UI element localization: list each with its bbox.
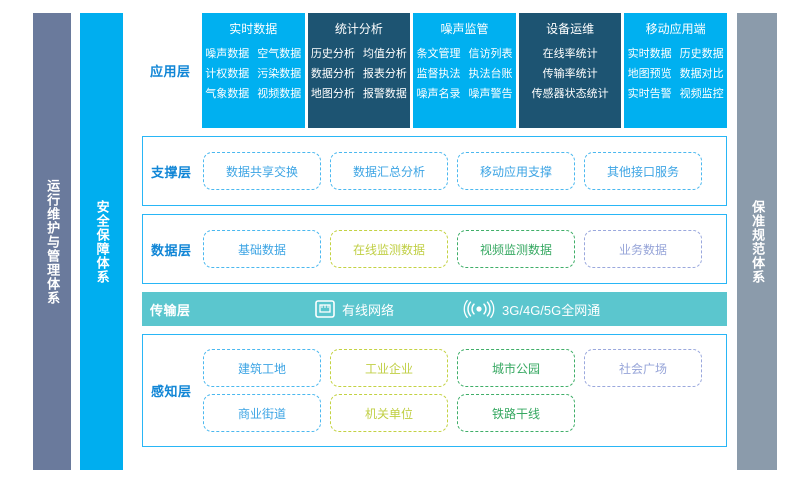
app-column-items: 噪声数据 空气数据 计权数据 污染数据 气象数据 视频数据 [205,45,301,101]
perception-layer-label: 感知层 [151,384,192,399]
sidebar-standard-specification: 保准规范体系 [737,13,777,470]
support-layer: 支撑层 数据共享交换 数据汇总分析 移动应用支撑 其他接口服务 [142,136,727,206]
app-column-items: 条文管理 信访列表 监督执法 执法台账 噪声名录 噪声警告 [416,45,512,101]
perception-box[interactable]: 社会广场 [584,349,702,387]
app-column-device-operations[interactable]: 设备运维 在线率统计 传输率统计 传感器状态统计 [518,13,622,128]
layer-stack: 应用层 实时数据 噪声数据 空气数据 计权数据 污染数据 气象数据 视频数据 统… [142,13,727,470]
app-item[interactable]: 数据对比 [679,68,724,80]
data-layer-boxes: 基础数据 在线监测数据 视频监测数据 业务数据 [203,230,726,268]
support-box[interactable]: 数据共享交换 [203,152,321,190]
app-item[interactable]: 报表分析 [362,68,407,80]
data-layer-label: 数据层 [151,242,192,258]
app-item[interactable]: 条文管理 [416,48,461,60]
support-layer-label: 支撑层 [151,164,192,180]
app-column-title: 移动应用端 [645,22,706,36]
app-item[interactable]: 均值分析 [362,48,407,60]
perception-layer: 感知层 建筑工地 工业企业 城市公园 社会广场 商业街道 机关单位 铁路干线 [142,334,727,447]
app-item[interactable]: 信访列表 [468,48,513,60]
data-box[interactable]: 基础数据 [203,230,321,268]
wireless-signal-icon [463,300,495,318]
application-layer: 应用层 实时数据 噪声数据 空气数据 计权数据 污染数据 气象数据 视频数据 统… [142,13,727,128]
app-item[interactable]: 噪声警告 [468,88,513,100]
perception-box[interactable]: 机关单位 [330,394,448,432]
transmission-item-wireless[interactable]: 3G/4G/5G全网通 [463,300,600,319]
sidebar-right-outer-label: 保准规范体系 [750,199,766,284]
sidebar-left-inner-label: 安全保障体系 [94,199,110,284]
app-item[interactable]: 地图预览 [627,68,672,80]
app-column-title: 统计分析 [334,22,383,36]
transmission-item-label: 有线网络 [342,302,395,318]
perception-box[interactable]: 建筑工地 [203,349,321,387]
app-column-title: 实时数据 [229,22,278,36]
app-item[interactable]: 视频监控 [679,88,724,100]
transmission-layer: 传输层 有线网络 [142,292,727,326]
transmission-item-label: 3G/4G/5G全网通 [502,302,601,318]
perception-box[interactable]: 商业街道 [203,394,321,432]
app-item[interactable]: 在线率统计 [542,48,598,60]
app-column-items: 历史分析 均值分析 数据分析 报表分析 地图分析 报警数据 [311,45,407,101]
data-box[interactable]: 视频监测数据 [457,230,575,268]
app-item[interactable]: 历史分析 [310,48,355,60]
app-item[interactable]: 空气数据 [257,48,302,60]
support-layer-boxes: 数据共享交换 数据汇总分析 移动应用支撑 其他接口服务 [203,152,726,190]
app-column-mobile-application[interactable]: 移动应用端 实时数据 历史数据 地图预览 数据对比 实时告警 视频监控 [624,13,727,128]
app-item[interactable]: 传感器状态统计 [531,88,609,100]
app-item[interactable]: 气象数据 [205,88,250,100]
support-box[interactable]: 移动应用支撑 [457,152,575,190]
data-box[interactable]: 在线监测数据 [330,230,448,268]
app-column-title: 噪声监管 [440,22,489,36]
app-item[interactable]: 实时数据 [627,48,672,60]
app-item[interactable]: 计权数据 [205,68,250,80]
app-item[interactable]: 历史数据 [679,48,724,60]
app-column-realtime-data[interactable]: 实时数据 噪声数据 空气数据 计权数据 污染数据 气象数据 视频数据 [202,13,305,128]
support-box[interactable]: 其他接口服务 [584,152,702,190]
app-column-title: 设备运维 [546,22,595,36]
ethernet-port-icon [315,300,335,318]
sidebar-security-assurance: 安全保障体系 [80,13,123,470]
app-column-items: 实时数据 历史数据 地图预览 数据对比 实时告警 视频监控 [628,45,724,101]
app-item[interactable]: 数据分析 [310,68,355,80]
data-layer: 数据层 基础数据 在线监测数据 视频监测数据 业务数据 [142,214,727,284]
perception-layer-boxes: 建筑工地 工业企业 城市公园 社会广场 商业街道 机关单位 铁路干线 [203,349,726,432]
sidebar-left-outer-label: 运行维护与管理体系 [45,178,61,305]
app-item[interactable]: 视频数据 [257,88,302,100]
app-item[interactable]: 监督执法 [416,68,461,80]
app-item[interactable]: 噪声名录 [416,88,461,100]
app-item[interactable]: 传输率统计 [542,68,598,80]
app-column-noise-supervision[interactable]: 噪声监管 条文管理 信访列表 监督执法 执法台账 噪声名录 噪声警告 [413,13,516,128]
application-columns: 实时数据 噪声数据 空气数据 计权数据 污染数据 气象数据 视频数据 统计分析 … [202,13,727,128]
application-layer-label: 应用层 [150,64,191,79]
sidebar-operation-maintenance-management: 运行维护与管理体系 [33,13,71,470]
app-item[interactable]: 污染数据 [257,68,302,80]
app-item[interactable]: 报警数据 [362,88,407,100]
transmission-layer-label: 传输层 [150,302,191,318]
app-item[interactable]: 噪声数据 [205,48,250,60]
app-item[interactable]: 实时告警 [627,88,672,100]
app-item[interactable]: 地图分析 [310,88,355,100]
app-column-items: 在线率统计 传输率统计 传感器状态统计 [532,45,609,101]
data-box[interactable]: 业务数据 [584,230,702,268]
app-column-statistical-analysis[interactable]: 统计分析 历史分析 均值分析 数据分析 报表分析 地图分析 报警数据 [307,13,411,128]
transmission-item-wired[interactable]: 有线网络 [315,300,394,319]
perception-box[interactable]: 铁路干线 [457,394,575,432]
perception-box[interactable]: 城市公园 [457,349,575,387]
app-item[interactable]: 执法台账 [468,68,513,80]
perception-box[interactable]: 工业企业 [330,349,448,387]
support-box[interactable]: 数据汇总分析 [330,152,448,190]
transmission-items: 有线网络 3G/4G/5G全网通 [202,300,727,319]
